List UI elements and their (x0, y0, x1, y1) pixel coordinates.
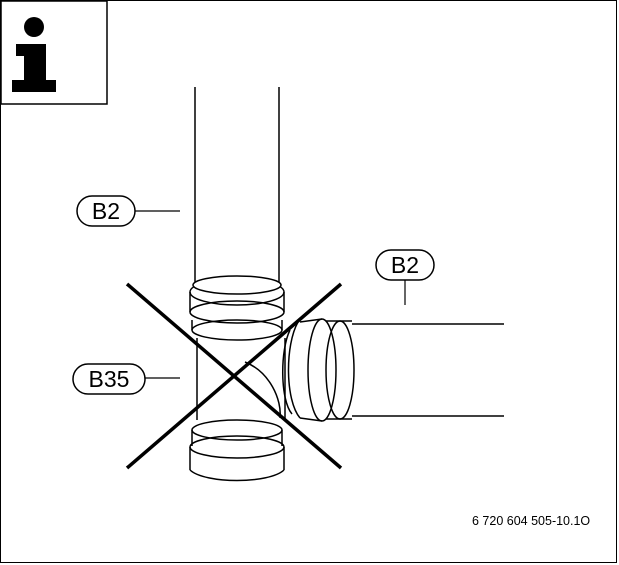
horizontal-pipe (352, 323, 504, 417)
label-b35: B35 (89, 366, 130, 392)
crossed-out-mark (125, 282, 343, 470)
vertical-pipe (194, 87, 280, 282)
document-number: 6 720 604 505-10.1O (472, 514, 591, 528)
callout-b2-vertical: B2 (76, 195, 180, 227)
callout-b35: B35 (72, 363, 180, 395)
info-icon (12, 17, 56, 92)
callout-b35-bubble (72, 363, 146, 395)
tee-fitting (189, 275, 355, 482)
label-b2-vertical: B2 (92, 198, 120, 224)
callout-b2-horizontal: B2 (375, 249, 435, 305)
label-b2-horizontal: B2 (391, 252, 419, 278)
info-box (0, 0, 108, 105)
